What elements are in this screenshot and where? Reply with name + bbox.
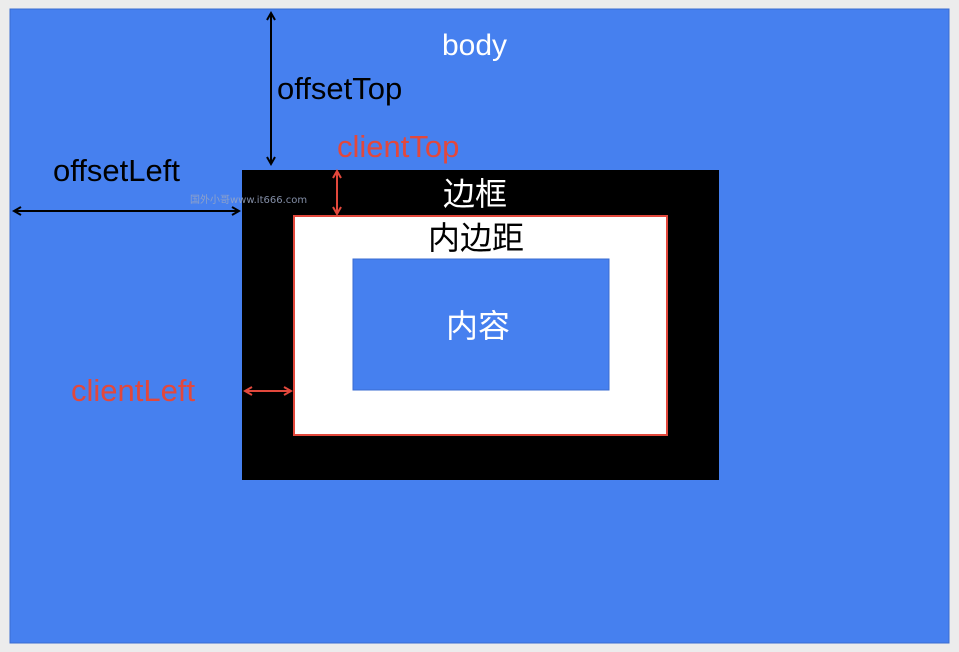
client-top-label: clientTop xyxy=(337,129,460,164)
offset-top-label: offsetTop xyxy=(277,71,403,106)
offset-left-label: offsetLeft xyxy=(53,153,180,188)
content-box xyxy=(352,258,610,391)
border-label: 边框 xyxy=(443,175,508,213)
padding-label: 内边距 xyxy=(428,219,525,257)
watermark-text: 国外小哥www.it666.com xyxy=(190,195,308,206)
content-label: 内容 xyxy=(446,307,511,345)
client-left-label: clientLeft xyxy=(71,373,196,408)
body-label: body xyxy=(442,29,508,62)
